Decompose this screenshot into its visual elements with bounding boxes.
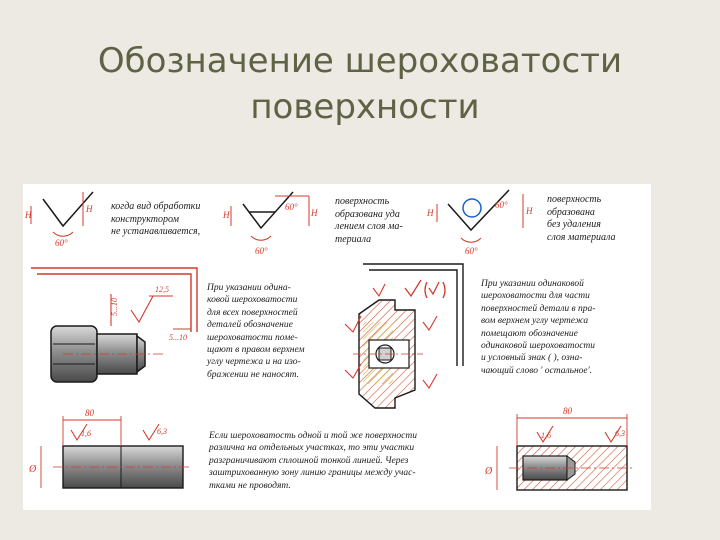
slide-title: Обозначение шероховатости поверхности	[0, 38, 720, 130]
bushing-right	[496, 414, 635, 491]
note-zones: Если шероховатость одной и той же поверх…	[209, 431, 417, 491]
label-ra-1-6-left: 1,6	[81, 429, 91, 438]
sign-basic	[30, 191, 94, 237]
global-sign	[404, 279, 446, 299]
sign-removal	[230, 191, 310, 241]
label-phi-right: Ø	[484, 466, 493, 477]
note-all-surfaces: При указании одина- ковой шероховатости …	[207, 283, 305, 380]
label-sixty-1: 60°	[55, 238, 68, 248]
roughness-drawing: H H 60° H H 60° 60° H H 60° 60°	[24, 189, 635, 491]
sign-no-removal	[436, 189, 524, 243]
note-no-removal: поверхность образована без удаления слоя…	[547, 194, 616, 243]
label-sixty-2: 60°	[285, 202, 298, 212]
note-part-surfaces: При указании одинаковой шероховатости дл…	[481, 279, 596, 376]
title-line-2: поверхности	[250, 87, 480, 127]
label-ra-6-3-left: 6,3	[157, 427, 167, 436]
label-h-3: H	[222, 210, 230, 220]
shaft-left	[40, 416, 191, 489]
label-ra-12-5: 12,5	[155, 285, 169, 294]
label-h-6: H	[525, 206, 533, 216]
label-dim-5-10-a: 5...10	[110, 298, 119, 316]
label-dim-5-10-b: 5...10	[169, 333, 187, 342]
label-sixty-3: 60°	[255, 246, 268, 256]
label-dim-80-left: 80	[85, 408, 95, 418]
sheet-corner-left	[31, 267, 198, 332]
label-sixty-4: 60°	[495, 200, 508, 210]
label-h-4: H	[310, 208, 318, 218]
sign-12-5	[110, 294, 191, 330]
label-phi-left: Ø	[28, 464, 37, 475]
label-dim-80-right: 80	[563, 406, 573, 416]
flange-part	[344, 283, 438, 409]
label-ra-6-3-right: 6,3	[615, 429, 625, 438]
sheet-corner-center	[363, 263, 464, 366]
note-removal: поверхность образована уда лением слоя м…	[335, 196, 403, 245]
label-ra-1-6-right: 1,6	[541, 431, 551, 440]
label-sixty-5: 60°	[465, 246, 478, 256]
label-h-2: H	[85, 204, 93, 214]
label-h-5: H	[426, 208, 434, 218]
label-h-1: H	[24, 210, 32, 220]
drawing-sheet: H H 60° H H 60° 60° H H 60° 60°	[23, 184, 651, 510]
note-no-method: когда вид обработки конструктором не уст…	[111, 201, 201, 238]
bolt-part	[50, 325, 163, 383]
title-line-1: Обозначение шероховатости	[97, 41, 623, 81]
